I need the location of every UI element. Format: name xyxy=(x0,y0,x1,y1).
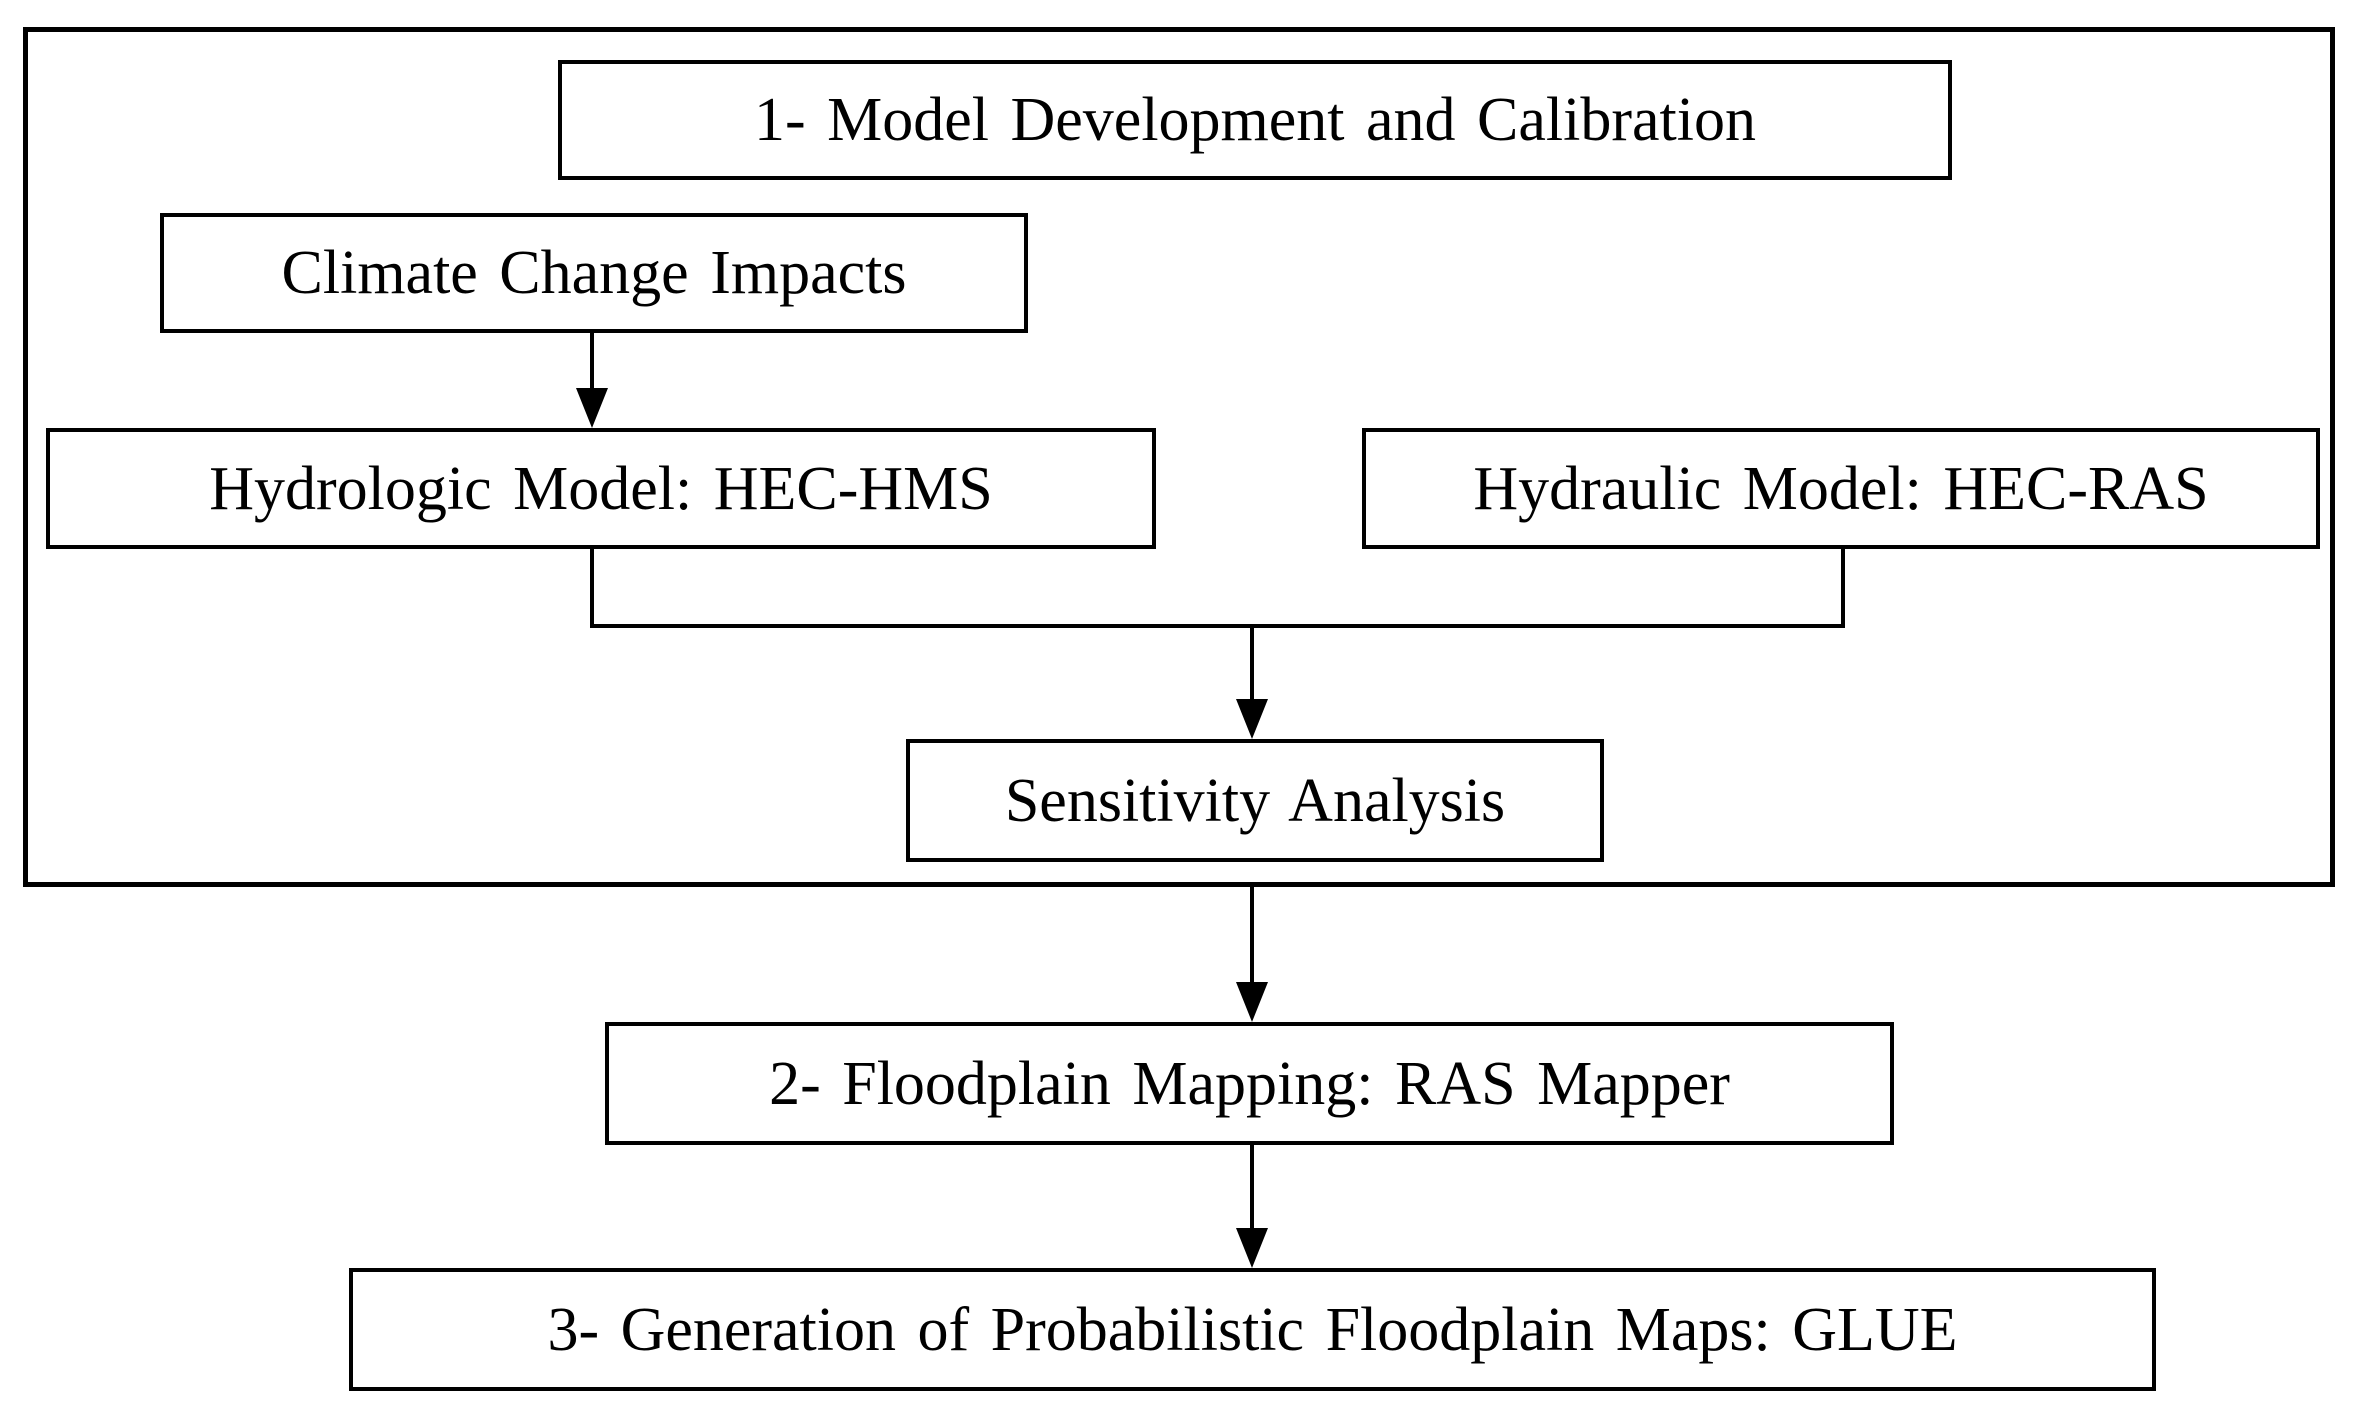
arrowhead-section1-to-floodplain-icon xyxy=(1236,982,1268,1022)
node-probabilistic-floodplain-maps-glue: 3- Generation of Probabilistic Floodplai… xyxy=(349,1268,2156,1391)
section1-container-box xyxy=(23,27,2335,887)
connector-hydraulic-down xyxy=(1841,549,1845,628)
node-hydraulic-model-hec-ras-label: Hydraulic Model: HEC-RAS xyxy=(1473,454,2209,523)
node-sensitivity-analysis-label: Sensitivity Analysis xyxy=(1004,766,1506,835)
arrowhead-climate-to-hydrologic-icon xyxy=(576,388,608,428)
node-hydrologic-model-hec-hms: Hydrologic Model: HEC-HMS xyxy=(46,428,1156,549)
node-sensitivity-analysis: Sensitivity Analysis xyxy=(906,739,1604,862)
arrowhead-floodplain-to-glue-icon xyxy=(1236,1228,1268,1268)
node-hydrologic-model-hec-hms-label: Hydrologic Model: HEC-HMS xyxy=(209,454,993,523)
node-floodplain-mapping-ras-mapper: 2- Floodplain Mapping: RAS Mapper xyxy=(605,1022,1894,1145)
arrowhead-merge-to-sensitivity-icon xyxy=(1236,699,1268,739)
connector-hydrologic-down xyxy=(590,549,594,628)
node-climate-change-impacts: Climate Change Impacts xyxy=(160,213,1028,333)
connector-merge-horizontal xyxy=(590,624,1845,628)
node-model-development-calibration-label: 1- Model Development and Calibration xyxy=(754,86,1756,154)
connector-climate-to-hydrologic xyxy=(590,333,594,395)
node-floodplain-mapping-ras-mapper-label: 2- Floodplain Mapping: RAS Mapper xyxy=(769,1049,1730,1118)
node-hydraulic-model-hec-ras: Hydraulic Model: HEC-RAS xyxy=(1362,428,2320,549)
connector-floodplain-to-glue xyxy=(1250,1143,1254,1231)
connector-section1-to-floodplain xyxy=(1250,885,1254,985)
node-probabilistic-floodplain-maps-glue-label: 3- Generation of Probabilistic Floodplai… xyxy=(547,1295,1958,1364)
connector-merge-to-sensitivity xyxy=(1250,624,1254,702)
node-climate-change-impacts-label: Climate Change Impacts xyxy=(281,239,907,307)
node-model-development-calibration: 1- Model Development and Calibration xyxy=(558,60,1952,180)
